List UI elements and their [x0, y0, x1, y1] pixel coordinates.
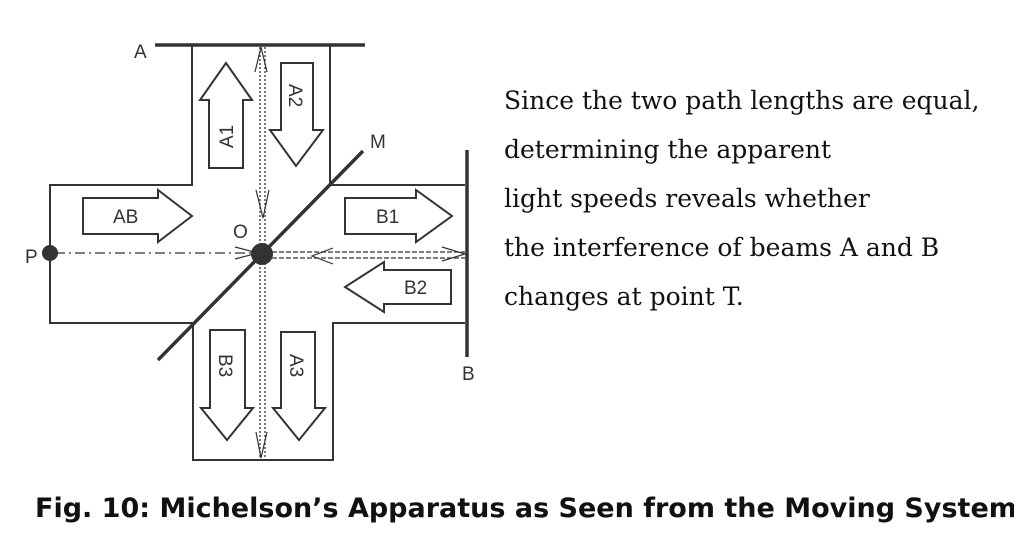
arrow-ab [82, 187, 194, 245]
label-a2: A2 [284, 84, 305, 107]
description-line: changes at point T. [504, 282, 744, 311]
figure-caption: Fig. 10: Michelson’s Apparatus as Seen f… [35, 493, 1014, 524]
label-m: M [370, 132, 386, 153]
description-line: the interference of beams A and B [504, 233, 940, 262]
description-line: Since the two path lengths are equal, [504, 86, 980, 115]
label-b3: B3 [214, 354, 235, 377]
label-ab: AB [113, 207, 138, 228]
arrow-a3 [270, 331, 328, 442]
description-line: light speeds reveals whether [504, 184, 870, 213]
arrow-a1 [198, 61, 254, 169]
arrow-a2 [268, 62, 325, 168]
label-b2: B2 [404, 278, 427, 299]
arrow-b1 [344, 188, 454, 244]
point-p [42, 245, 58, 261]
label-o: O [233, 222, 248, 243]
arrow-b3 [198, 329, 256, 442]
description-text: Since the two path lengths are equal, de… [504, 76, 979, 321]
label-b1: B1 [376, 207, 399, 228]
label-b: B [462, 364, 475, 385]
label-p: P [25, 247, 38, 268]
label-a3: A3 [285, 354, 306, 377]
label-a1: A1 [217, 125, 238, 148]
label-a: A [134, 42, 147, 63]
description-line: determining the apparent [504, 135, 832, 164]
arrow-b2 [343, 260, 452, 314]
point-o [251, 243, 273, 265]
